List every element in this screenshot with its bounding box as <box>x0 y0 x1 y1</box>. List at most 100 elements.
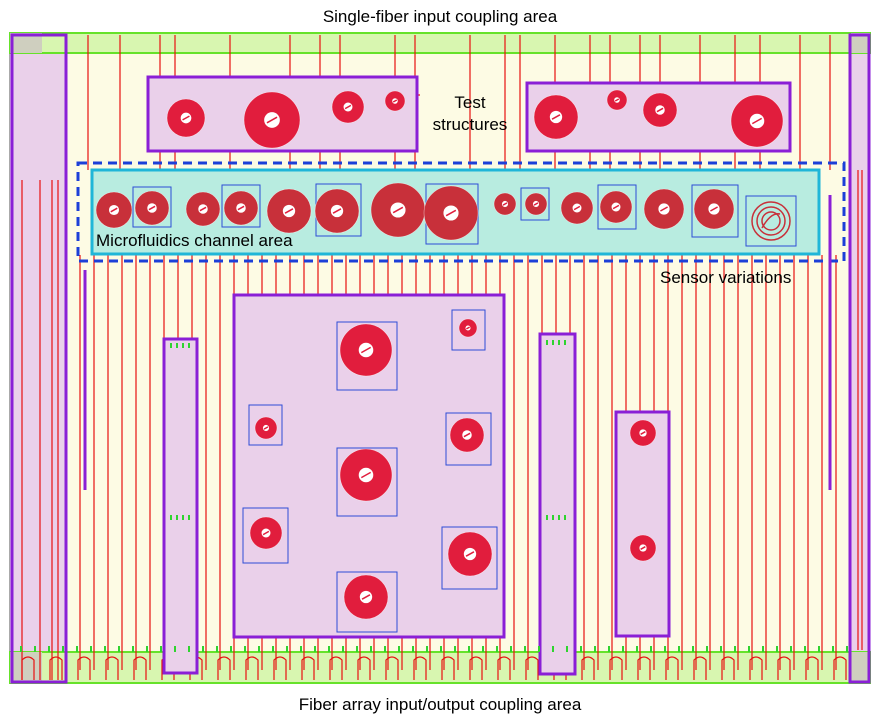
grating-coupler-icon <box>720 646 722 652</box>
waveguide-loop <box>301 656 315 680</box>
grating-coupler-icon <box>748 646 750 652</box>
waveguide-loop <box>217 656 231 680</box>
waveguide-loop <box>833 656 847 680</box>
grating-coupler-icon <box>482 646 484 652</box>
sensor-box <box>132 186 172 228</box>
grating-coupler-icon <box>370 646 372 652</box>
spiral-sensor-icon <box>761 211 781 231</box>
grating-coupler-icon <box>538 646 540 652</box>
sensor-box <box>441 526 498 590</box>
grating-coupler-icon <box>34 646 36 652</box>
ring-core-mark <box>710 206 718 212</box>
grating-coupler-icon <box>552 340 554 345</box>
grating-coupler-icon <box>552 646 554 652</box>
grating-coupler-icon <box>202 646 204 652</box>
ring-core-mark <box>266 116 278 124</box>
grating-coupler-icon <box>832 646 834 652</box>
grating-coupler-icon <box>300 646 302 652</box>
sensor-box <box>242 507 289 564</box>
grating-coupler-icon <box>20 646 22 652</box>
left-narrow-region <box>162 337 199 675</box>
waveguide-loop <box>133 656 147 680</box>
ring-core-mark <box>148 205 156 211</box>
waveguide-loop <box>637 656 651 680</box>
sensor-box <box>248 404 283 446</box>
waveguide-loop <box>77 656 91 680</box>
grating-coupler-icon <box>496 646 498 652</box>
ring-core-mark <box>263 426 269 430</box>
spiral-sensor-icon <box>761 213 781 229</box>
bottom-label: Fiber array input/output coupling area <box>299 695 582 714</box>
sensor-variations-label: Sensor variations <box>660 268 791 287</box>
sensor-box <box>336 447 398 517</box>
waveguide-loop <box>49 656 63 680</box>
grating-coupler-icon <box>272 646 274 652</box>
grating-coupler-icon <box>636 646 638 652</box>
ring-core-mark <box>465 551 475 557</box>
right-small-region <box>614 410 671 638</box>
ring-core-mark <box>614 98 620 102</box>
ring-core-mark <box>533 202 539 206</box>
ring-core-mark <box>392 99 398 103</box>
sensor-box <box>745 195 797 247</box>
grating-coupler-icon <box>762 646 764 652</box>
ring-core-mark <box>640 431 646 435</box>
grating-coupler-icon <box>216 646 218 652</box>
grating-coupler-icon <box>182 515 184 520</box>
grating-coupler-icon <box>146 646 148 652</box>
grating-coupler-icon <box>160 646 162 652</box>
sensor-box <box>520 187 550 221</box>
ring-core-mark <box>344 104 352 110</box>
sensor-box <box>336 571 398 633</box>
waveguide-loop <box>385 656 399 680</box>
microfluidics-label: Microfluidics channel area <box>96 231 293 250</box>
waveguide-loop <box>469 656 483 680</box>
right-side-strip <box>850 33 870 683</box>
waveguide-loop <box>805 656 819 680</box>
ring-core-mark <box>182 115 190 121</box>
grating-coupler-icon <box>678 646 680 652</box>
ring-core-mark <box>445 209 457 217</box>
left-edge-region <box>10 33 68 684</box>
grating-coupler-icon <box>608 646 610 652</box>
right-edge-region <box>848 33 871 684</box>
waveguide-loop <box>777 656 791 680</box>
waveguide-loop <box>21 656 35 680</box>
grating-coupler-icon <box>182 343 184 348</box>
ring-core-mark <box>237 205 245 211</box>
grating-coupler-icon <box>692 646 694 652</box>
spiral-sensor-icon <box>751 201 791 241</box>
ring-core-mark <box>361 594 371 600</box>
waveguide-loop <box>441 656 455 680</box>
ring-core-mark <box>199 206 207 212</box>
ring-core-mark <box>573 205 581 211</box>
grating-coupler-icon <box>622 646 624 652</box>
sensor-box <box>451 309 486 351</box>
grating-coupler-icon <box>564 515 566 520</box>
grating-coupler-icon <box>314 646 316 652</box>
ring-resonators <box>95 89 791 620</box>
top-label: Single-fiber input coupling area <box>323 7 558 26</box>
sensor-dashed-outline <box>76 161 846 263</box>
ring-core-mark <box>392 206 404 214</box>
grating-coupler-icon <box>846 646 848 652</box>
grating-coupler-icon <box>244 646 246 652</box>
ring-core-mark <box>466 326 470 330</box>
waveguide-loop <box>609 656 623 680</box>
left-side-strip <box>10 33 66 683</box>
waveguide-loop <box>329 656 343 680</box>
grating-coupler-icon <box>170 343 172 348</box>
waveguide-loop <box>357 656 371 680</box>
grating-coupler-icon <box>706 646 708 652</box>
sensor-box <box>597 184 637 230</box>
grating-coupler-icon <box>790 646 792 652</box>
grating-couplers <box>20 340 848 652</box>
grating-coupler-icon <box>804 646 806 652</box>
grating-coupler-icon <box>510 646 512 652</box>
waveguide-loop <box>497 656 511 680</box>
grating-coupler-icon <box>384 646 386 652</box>
grating-coupler-icon <box>552 515 554 520</box>
waveguide-loop <box>413 656 427 680</box>
waveguide-loop <box>749 656 763 680</box>
grating-coupler-icon <box>356 646 358 652</box>
